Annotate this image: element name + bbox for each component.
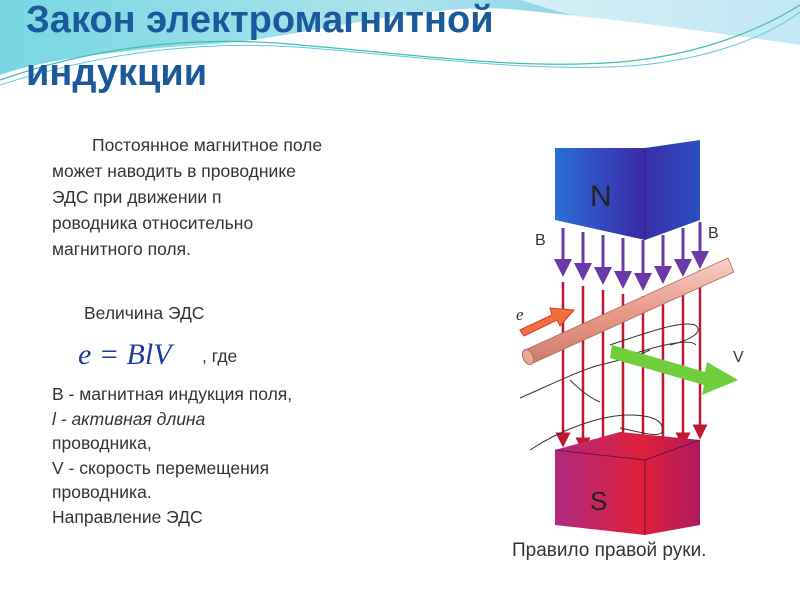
v-label: V [733,349,744,366]
definition-line: V - скорость перемещения [52,457,270,478]
intro-line: роводника относительно [52,213,254,233]
slide-title: Закон электромагнитной индукции [26,0,494,100]
south-label: S [590,486,607,516]
right-hand-rule-diagram: N B B e [516,140,744,535]
title-line-2: индукции [26,52,208,94]
intro-line: магнитного поля. [52,239,191,259]
conductor-rod [521,257,735,366]
definition-line: l - активная длина [52,408,206,429]
intro-line: Постоянное магнитное поле [92,135,323,155]
emf-formula: e = BlV [78,338,172,371]
definitions-list: B - магнитная индукция поля, l - активна… [52,382,412,529]
north-magnet: N [555,140,700,240]
intro-paragraph: Постоянное магнитное поле может наводить… [52,132,412,262]
velocity-arrow: V [610,345,744,395]
diagram-caption: Правило правой руки. [512,540,707,561]
e-label: e [516,305,524,324]
south-magnet: S [554,432,701,535]
formula-suffix: , где [202,346,238,366]
b-label-right: B [708,225,719,242]
definition-line: проводника, [52,433,152,453]
b-label-left: B [535,232,546,249]
current-arrow: e [516,305,576,337]
intro-line: ЭДС при движении п [52,187,222,207]
north-label: N [590,180,612,213]
definition-line: B - магнитная индукция поля, [52,384,293,404]
intro-line: может наводить в проводнике [52,161,296,181]
definition-line: Направление ЭДС [52,506,203,527]
title-line-1: Закон электромагнитной [26,0,494,41]
definition-line: проводника. [52,482,152,502]
emf-label: Величина ЭДС [84,303,205,323]
